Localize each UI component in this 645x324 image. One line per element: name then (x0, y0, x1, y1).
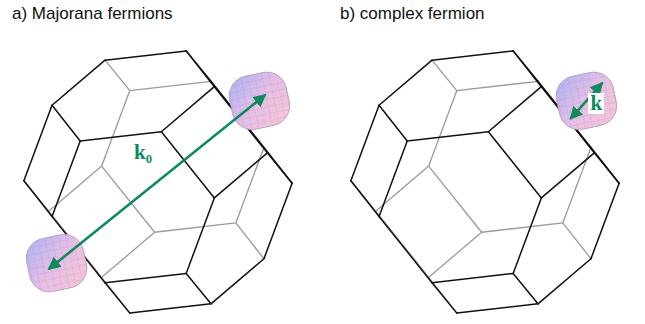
zone-edge (80, 132, 161, 141)
hidden-edge (102, 166, 155, 232)
zone-edge (538, 259, 591, 304)
zone-edge (407, 132, 488, 141)
momentum-label: k (588, 93, 604, 114)
zone-edge (488, 132, 541, 198)
zone-edge (432, 273, 513, 282)
hidden-edge (429, 166, 482, 232)
hidden-edge (102, 232, 155, 277)
zone-edge (105, 283, 130, 313)
hidden-edge (102, 91, 130, 166)
zone-edge (351, 105, 379, 180)
zone-edge (591, 147, 619, 183)
hidden-edge (236, 223, 264, 259)
zone-edge (186, 198, 214, 273)
momentum-arrow (49, 95, 266, 269)
fermi-pocket (552, 68, 620, 133)
zone-edge (379, 217, 432, 283)
zone-edge (161, 87, 214, 132)
zone-edge (130, 304, 211, 313)
panel-title: a) Majorana fermions (12, 4, 173, 24)
zone-edge (24, 105, 52, 180)
zone-edge (591, 183, 619, 258)
zone-edge (379, 105, 407, 141)
zone-edge (186, 273, 211, 303)
zone-edge (211, 259, 264, 304)
zone-edge (186, 51, 214, 87)
hidden-edge (457, 81, 538, 90)
zone-edge (432, 283, 457, 313)
zone-edge (52, 105, 80, 141)
hidden-edge (105, 60, 130, 90)
momentum-label: k₀ (132, 142, 154, 163)
hidden-edge (563, 223, 591, 259)
hidden-edge (130, 81, 211, 90)
zone-edge (264, 183, 292, 258)
zone-edge (24, 181, 52, 217)
zone-edge (513, 51, 538, 81)
zone-edge (52, 141, 80, 216)
zone-edge (379, 60, 432, 105)
zone-edge (541, 153, 594, 198)
hidden-edge (482, 223, 563, 232)
zone-edge (513, 51, 541, 87)
hidden-edge (432, 60, 457, 90)
zone-edge (351, 181, 379, 217)
zone-edge (105, 273, 186, 282)
zone-edge (52, 60, 105, 105)
zone-edge (432, 51, 513, 60)
zone-edge (186, 51, 211, 81)
hidden-edge (429, 91, 457, 166)
zone-edge (105, 51, 186, 60)
hidden-edge (429, 232, 482, 277)
zone-edge (264, 147, 292, 183)
zone-edge (513, 273, 538, 303)
zone-edge (379, 141, 407, 216)
zone-edge (513, 198, 541, 273)
hidden-edge (155, 223, 236, 232)
zone-edge (457, 304, 538, 313)
panel-title: b) complex fermion (340, 4, 485, 24)
zone-edge (488, 87, 541, 132)
zone-edge (214, 153, 267, 198)
